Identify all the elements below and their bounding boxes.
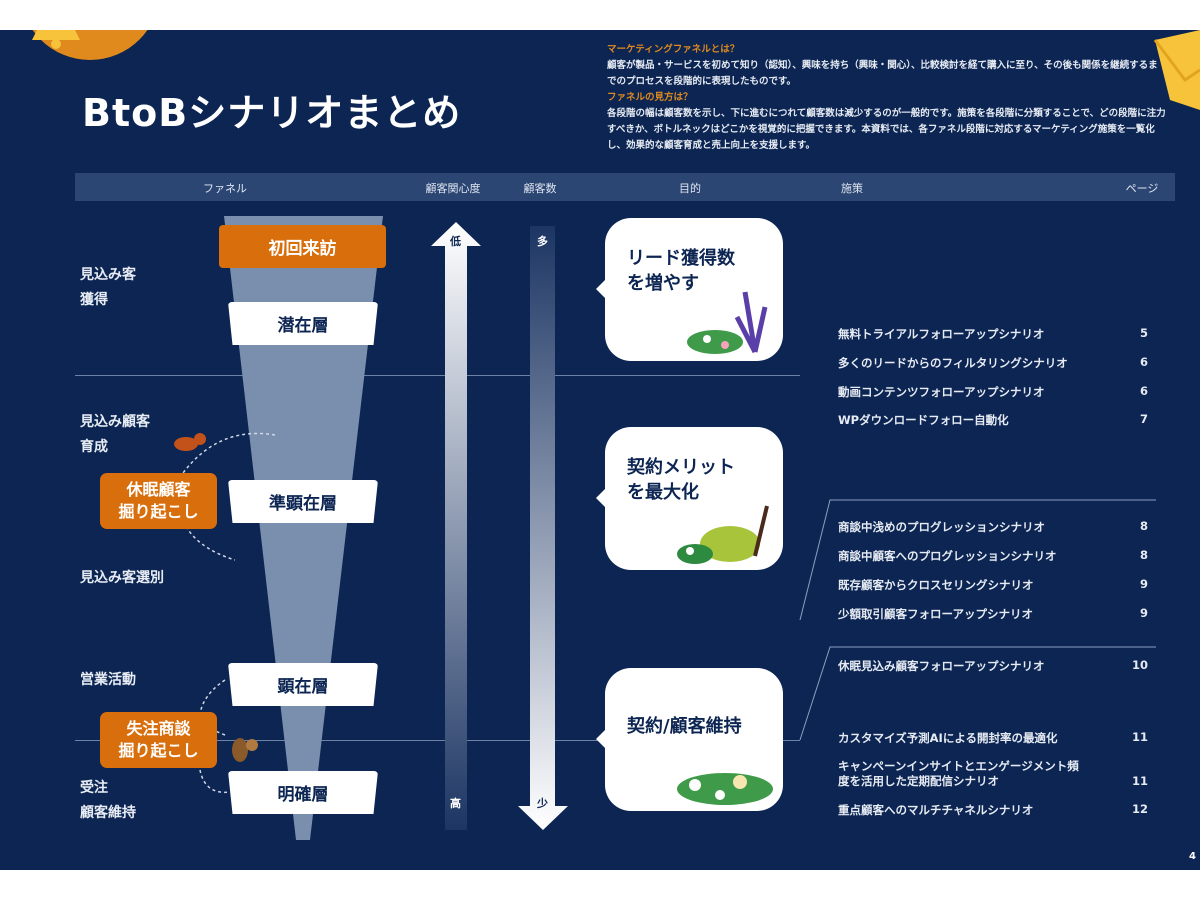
purpose-bubble: リード獲得数を増やす	[596, 218, 783, 361]
measure-label: 多くのリードからのフィルタリングシナリオ	[838, 356, 1068, 370]
page-number: 4	[1189, 851, 1196, 862]
measure-item[interactable]: カスタマイズ予測AIによる開封率の最適化 11	[838, 730, 1148, 746]
squirrel-icon	[172, 430, 208, 454]
measure-label: キャンペーンインサイトとエンゲージメント頻度を活用した定期配信シナリオ	[838, 759, 1079, 788]
stage-retention: 受注顧客維持	[80, 780, 136, 821]
page-title: BtoBシナリオまとめ	[82, 91, 462, 135]
intro-text: マーケティングファネルとは？ 顧客が製品・サービスを初めて知り（認知）、興味を持…	[607, 42, 1167, 154]
callout-dormant-line2: 掘り起こし	[118, 502, 199, 521]
tier-first-visit: 初回来訪	[219, 225, 386, 268]
measure-item[interactable]: 多くのリードからのフィルタリングシナリオ 6	[838, 355, 1148, 371]
table-header: ファネル 顧客関心度 顧客数 目的 施策 ページ	[75, 173, 1175, 201]
intro-paragraph-2: 各段階の幅は顧客数を示し、下に進むにつれて顧客数は減少するのが一般的です。施策を…	[607, 108, 1166, 151]
measure-item[interactable]: WPダウンロードフォロー自動化 7	[838, 412, 1148, 428]
intro-heading-1: マーケティングファネルとは？	[607, 44, 740, 55]
tier-latent: 潜在層	[228, 302, 378, 345]
measure-item[interactable]: 無料トライアルフォローアップシナリオ 5	[838, 326, 1148, 342]
measure-page: 8	[1139, 519, 1148, 533]
measure-page: 7	[1139, 412, 1148, 426]
measure-page: 8	[1139, 548, 1148, 562]
measure-label: カスタマイズ予測AIによる開封率の最適化	[838, 731, 1058, 745]
stage-sales: 営業活動	[80, 672, 136, 688]
measure-item[interactable]: 重点顧客へのマルチチャネルシナリオ 12	[838, 802, 1148, 818]
measure-label: 動画コンテンツフォローアップシナリオ	[838, 385, 1045, 399]
measure-page: 12	[1131, 802, 1148, 816]
callout-dormant: 休眠顧客 掘り起こし	[100, 473, 217, 529]
measure-page: 9	[1139, 606, 1148, 620]
measure-item[interactable]: 商談中浅めのプログレッションシナリオ 8	[838, 519, 1148, 535]
measure-item[interactable]: 動画コンテンツフォローアップシナリオ 6	[838, 384, 1148, 400]
measure-label: WPダウンロードフォロー自動化	[838, 413, 1009, 427]
slide: BtoBシナリオまとめ マーケティングファネルとは？ 顧客が製品・サービスを初め…	[0, 30, 1200, 870]
intro-heading-2: ファネルの見方は？	[607, 92, 693, 103]
measure-item[interactable]: 既存顧客からクロスセリングシナリオ 9	[838, 577, 1148, 593]
measure-label: 休眠見込み顧客フォローアップシナリオ	[838, 659, 1045, 673]
measure-label: 重点顧客へのマルチチャネルシナリオ	[838, 803, 1034, 817]
stage-selection: 見込み客選別	[80, 570, 164, 586]
measure-label: 既存顧客からクロスセリングシナリオ	[838, 578, 1034, 592]
callout-lost-deals: 失注商談 掘り起こし	[100, 712, 217, 768]
customer-count-arrow	[518, 226, 568, 830]
header-count: 顧客数	[523, 182, 557, 195]
divider	[75, 740, 800, 741]
plant-icon	[677, 505, 769, 564]
measure-page: 6	[1139, 355, 1148, 369]
measure-page: 9	[1139, 577, 1148, 591]
arrows	[431, 222, 568, 830]
tier-semi-apparent: 準顕在層	[228, 480, 378, 523]
purpose-bubble: 契約/顧客維持	[596, 668, 783, 811]
interest-high: 高	[450, 797, 461, 810]
stage-nurturing: 見込み顧客育成	[80, 414, 150, 455]
measure-page: 11	[1131, 730, 1148, 744]
measure-page: 10	[1131, 658, 1148, 672]
measure-item[interactable]: 商談中顧客へのプログレッションシナリオ 8	[838, 548, 1148, 564]
divider	[75, 375, 800, 376]
plant-icon	[687, 291, 768, 354]
header-interest: 顧客関心度	[425, 182, 481, 195]
tier-apparent: 顕在層	[228, 663, 378, 706]
measure-item[interactable]: キャンペーンインサイトとエンゲージメント頻度を活用した定期配信シナリオ 11	[838, 759, 1148, 789]
measure-label: 無料トライアルフォローアップシナリオ	[838, 327, 1045, 341]
measure-label: 商談中浅めのプログレッションシナリオ	[838, 520, 1045, 534]
measure-label: 少額取引顧客フォローアップシナリオ	[838, 607, 1034, 621]
measure-label: 商談中顧客へのプログレッションシナリオ	[838, 549, 1057, 563]
callout-dormant-line1: 休眠顧客	[126, 480, 191, 499]
tier-definite: 明確層	[228, 771, 378, 814]
envelope-icon	[1150, 30, 1200, 120]
callout-lost-line1: 失注商談	[126, 719, 191, 738]
header-page: ページ	[1125, 182, 1159, 195]
count-many: 多	[537, 235, 548, 248]
section-brackets	[799, 499, 1156, 741]
purpose-bubble: 契約メリットを最大化	[596, 427, 783, 570]
measure-page: 11	[1131, 774, 1148, 788]
stage-acquisition: 見込み客獲得	[80, 267, 136, 308]
squirrel-icon	[228, 735, 264, 765]
measure-item[interactable]: 少額取引顧客フォローアップシナリオ 9	[838, 606, 1148, 622]
count-few: 少	[537, 797, 548, 810]
bell-icon	[0, 30, 170, 90]
header-measures: 施策	[841, 182, 863, 195]
measure-page: 6	[1139, 384, 1148, 398]
callout-lost-line2: 掘り起こし	[118, 741, 199, 760]
interest-low: 低	[450, 235, 461, 248]
header-funnel: ファネル	[203, 182, 247, 195]
intro-paragraph-1: 顧客が製品・サービスを初めて知り（認知）、興味を持ち（興味・関心）、比較検討を経…	[607, 60, 1158, 87]
plant-icon	[677, 773, 773, 805]
header-purpose: 目的	[679, 182, 701, 195]
measure-page: 5	[1139, 326, 1148, 340]
measure-item[interactable]: 休眠見込み顧客フォローアップシナリオ 10	[838, 658, 1148, 674]
interest-arrow	[431, 222, 481, 830]
